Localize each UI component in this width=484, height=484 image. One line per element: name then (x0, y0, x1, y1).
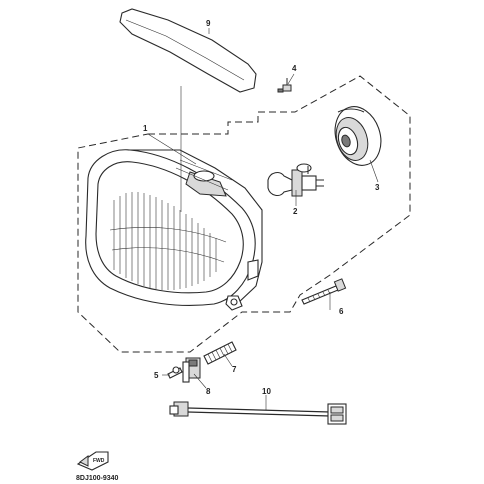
part-9-cover (119, 8, 257, 93)
part-3-socket-cover (334, 106, 382, 166)
assembly-boundary (77, 75, 411, 353)
part-6-bolt (301, 278, 347, 305)
callout-8: 8 (206, 387, 211, 396)
callout-10: 10 (262, 387, 271, 396)
callout-2: 2 (293, 207, 298, 216)
part-8-bracket (182, 357, 201, 383)
part-2-bulb (267, 163, 324, 197)
part-4-screw (277, 78, 292, 93)
part-5-screw (167, 366, 183, 379)
fwd-label: FWD (93, 458, 105, 464)
callout-3: 3 (375, 183, 380, 192)
leader-lines (147, 28, 379, 410)
part-1-headlight-housing (85, 149, 263, 311)
callout-6: 6 (339, 307, 344, 316)
drawing-code: 8DJ100-9340 (76, 475, 119, 482)
callout-5: 5 (154, 371, 159, 380)
callout-9: 9 (206, 19, 211, 28)
lens-ribs (109, 192, 227, 290)
part-10-harness (169, 401, 347, 425)
fwd-arrow-icon: FWD (76, 451, 109, 471)
callout-1: 1 (143, 124, 148, 133)
callout-labels: 9 4 1 3 2 6 7 5 8 10 (143, 19, 380, 396)
callout-7: 7 (232, 365, 237, 374)
callout-4: 4 (292, 64, 297, 73)
part-7-spring (203, 341, 237, 365)
